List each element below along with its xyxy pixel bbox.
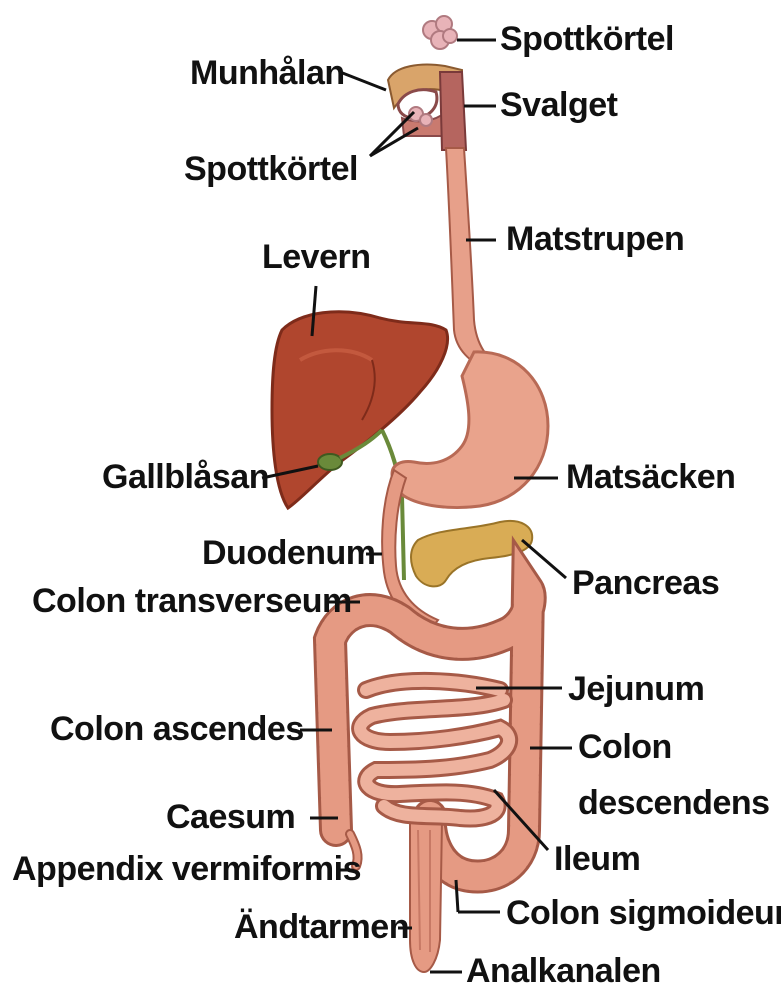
rectum [410, 814, 442, 972]
label-duodenum: Duodenum [202, 536, 376, 570]
label-andtarmen: Ändtarmen [234, 910, 409, 944]
label-matstrupen: Matstrupen [506, 222, 684, 256]
salivary-gland-top [423, 16, 457, 49]
label-munhalan: Munhålan [190, 56, 345, 90]
label-spottkortel-left: Spottkörtel [184, 152, 358, 186]
label-caesum: Caesum [166, 800, 295, 834]
label-colon-transverseum: Colon transverseum [32, 584, 352, 618]
label-jejunum: Jejunum [568, 672, 704, 706]
esophagus [446, 148, 508, 372]
label-colon-ascendes: Colon ascendes [50, 712, 304, 746]
label-levern: Levern [262, 240, 371, 274]
label-analkanalen: Analkanalen [466, 954, 661, 988]
label-gallblasan: Gallblåsan [102, 460, 269, 494]
label-svalget: Svalget [500, 88, 617, 122]
label-pancreas: Pancreas [572, 566, 719, 600]
label-matsacken: Matsäcken [566, 460, 735, 494]
small-intestine [360, 681, 509, 819]
label-colon-descendens-line2: descendens [578, 786, 770, 820]
label-colon-sigmoideum: Colon sigmoideum [506, 896, 781, 930]
label-ileum: Ileum [554, 842, 640, 876]
gallbladder [318, 454, 342, 470]
label-appendix-vermiformis: Appendix vermiformis [12, 852, 361, 886]
label-colon-descendens-line1: Colon [578, 730, 672, 764]
label-spottkortel-top: Spottkörtel [500, 22, 674, 56]
